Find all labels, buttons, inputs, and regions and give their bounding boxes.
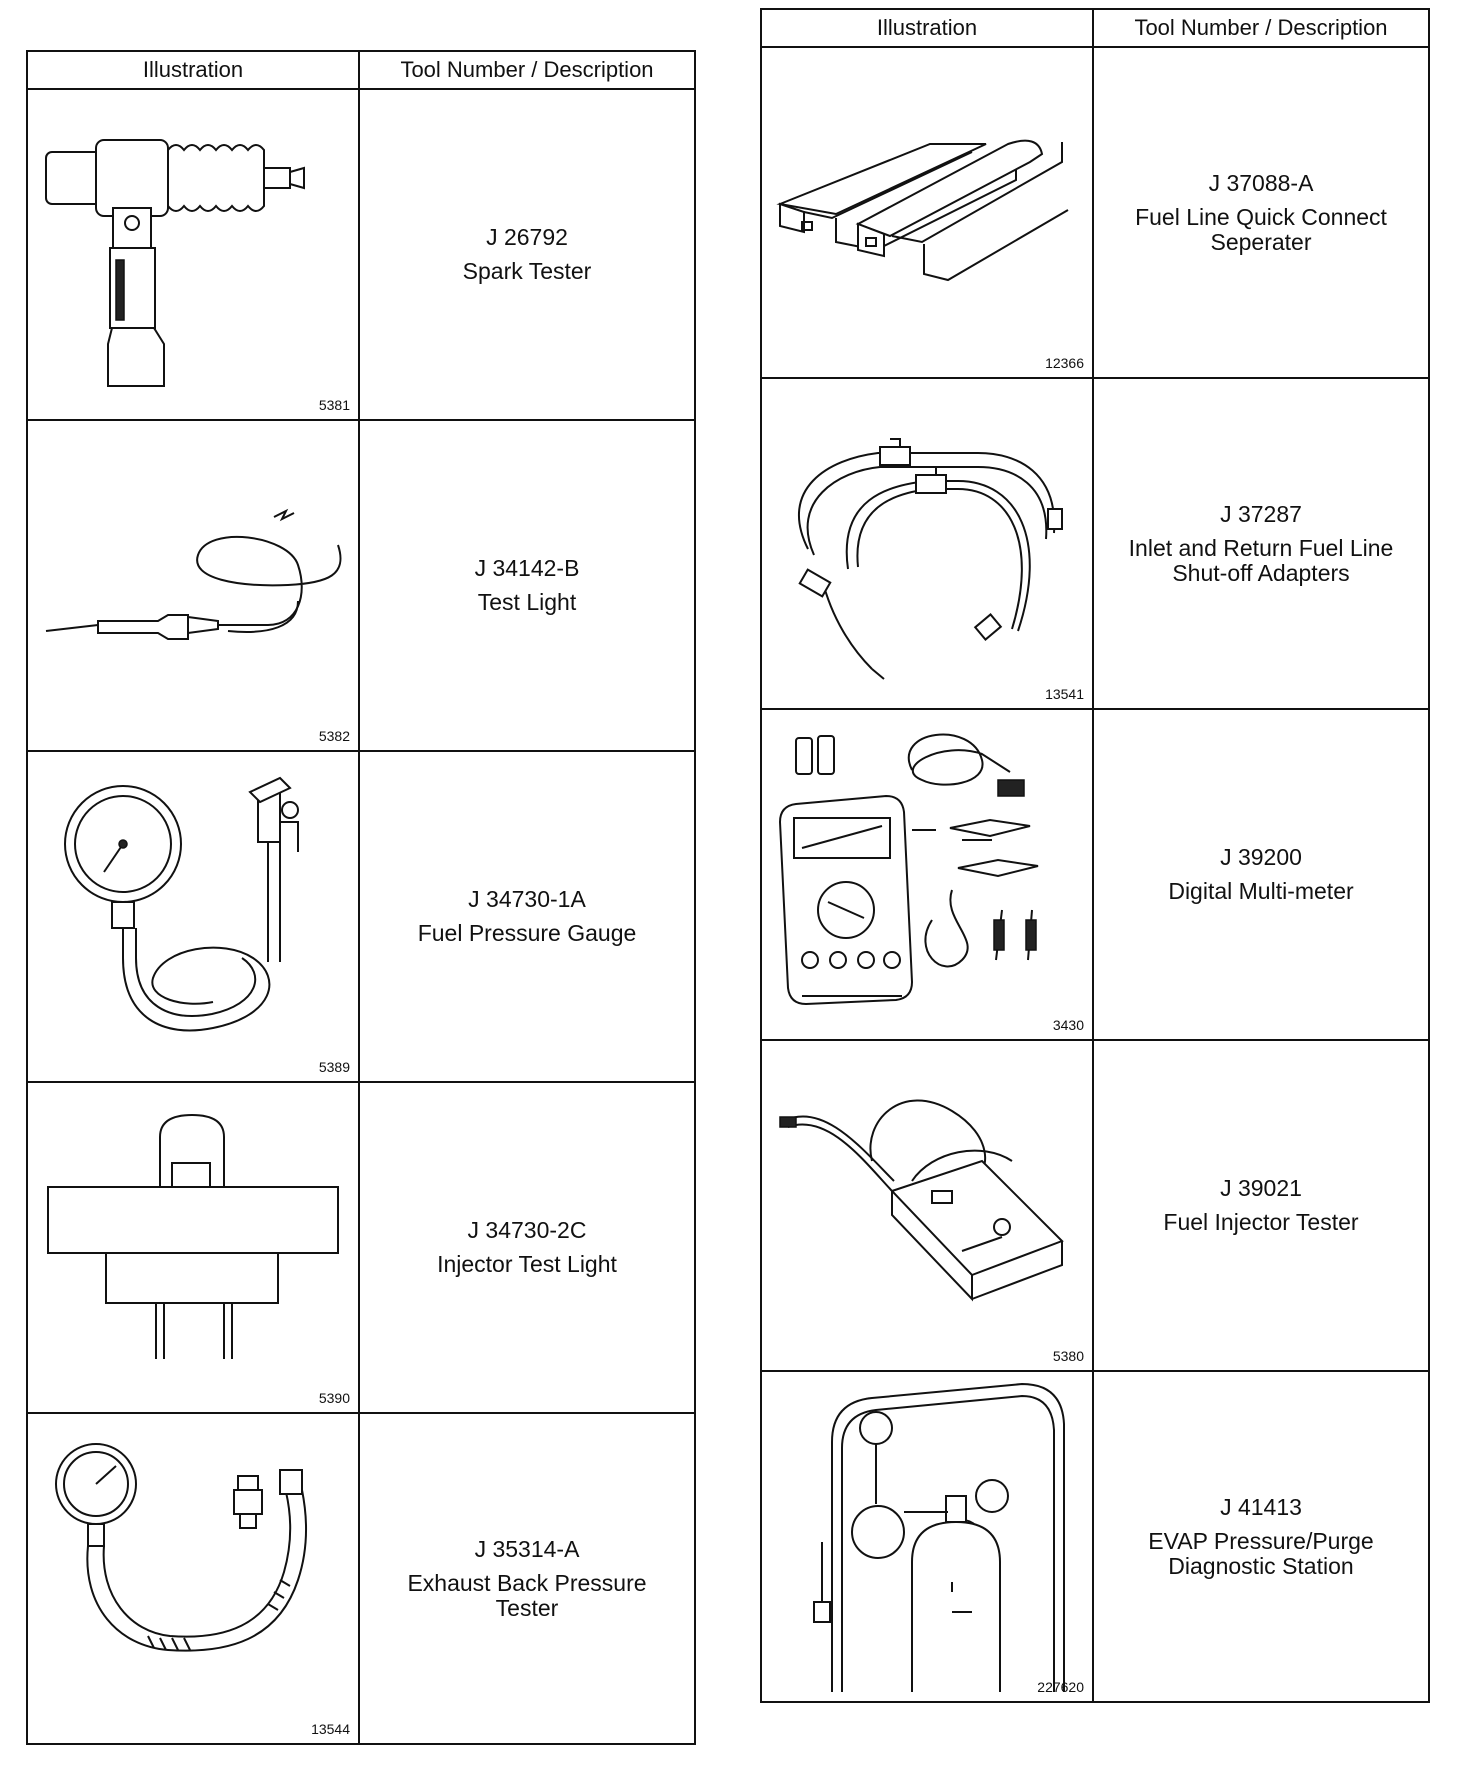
description-cell: J 39021 Fuel Injector Tester <box>1092 1039 1430 1372</box>
digital-multimeter-icon <box>762 710 1092 1039</box>
tool-description: Digital Multi-meter <box>1168 878 1354 904</box>
description-cell: J 34730-1A Fuel Pressure Gauge <box>358 750 696 1083</box>
table-row: 5390 J 34730-2C Injector Test Light <box>26 1081 696 1414</box>
tool-header: Tool Number / Description <box>1092 8 1430 48</box>
table-row: 13544 J 35314-A Exhaust Back Pressure Te… <box>26 1412 696 1745</box>
description-cell: J 41413 EVAP Pressure/Purge Diagnostic S… <box>1092 1370 1430 1703</box>
description-cell: J 34730-2C Injector Test Light <box>358 1081 696 1414</box>
header-row: Illustration Tool Number / Description <box>760 8 1430 48</box>
tool-header: Tool Number / Description <box>358 50 696 90</box>
tool-number: J 39021 <box>1220 1175 1302 1201</box>
header-row: Illustration Tool Number / Description <box>26 50 696 90</box>
tool-description: Injector Test Light <box>437 1251 617 1277</box>
figure-number: 13541 <box>1045 686 1084 702</box>
description-cell: J 37088-A Fuel Line Quick Connect Sepera… <box>1092 46 1430 379</box>
spark-tester-icon <box>28 90 358 419</box>
quick-connect-separator-icon <box>762 48 1092 377</box>
illustration-cell: 3430 <box>760 708 1094 1041</box>
table-row: 13541 J 37287 Inlet and Return Fuel Line… <box>760 377 1430 710</box>
figure-number: 12366 <box>1045 355 1084 371</box>
table-row: 227620 J 41413 EVAP Pressure/Purge Diagn… <box>760 1370 1430 1703</box>
table-row: 5382 J 34142-B Test Light <box>26 419 696 752</box>
illustration-cell: 13544 <box>26 1412 360 1745</box>
tool-number: J 35314-A <box>474 1535 580 1562</box>
illustration-cell: 227620 <box>760 1370 1094 1703</box>
figure-number: 5380 <box>1052 1348 1084 1364</box>
illustration-cell: 5382 <box>26 419 360 752</box>
tool-number: J 39200 <box>1220 844 1302 870</box>
illustration-cell: 5381 <box>26 88 360 421</box>
description-cell: J 37287 Inlet and Return Fuel Line Shut-… <box>1092 377 1430 710</box>
tool-description: Fuel Pressure Gauge <box>417 920 637 946</box>
figure-number: 13544 <box>311 1721 350 1737</box>
figure-number: 5389 <box>318 1059 350 1075</box>
tool-number: J 34142-B <box>474 555 580 581</box>
left-tool-table: Illustration Tool Number / Description <box>26 50 696 1745</box>
tool-number: J 41413 <box>1220 1493 1302 1520</box>
injector-test-light-icon <box>28 1083 358 1412</box>
illustration-cell: 5390 <box>26 1081 360 1414</box>
exhaust-back-pressure-tester-icon <box>28 1414 358 1743</box>
illustration-header: Illustration <box>26 50 360 90</box>
figure-number: 3430 <box>1052 1017 1084 1033</box>
figure-number: 227620 <box>1037 1679 1084 1695</box>
illustration-cell: 13541 <box>760 377 1094 710</box>
shut-off-adapters-icon <box>762 379 1092 708</box>
illustration-cell: 5389 <box>26 750 360 1083</box>
tool-number: J 37088-A <box>1208 169 1314 196</box>
tool-description: Inlet and Return Fuel Line Shut-off Adap… <box>1128 534 1394 586</box>
evap-station-icon <box>762 1372 1092 1692</box>
figure-number: 5390 <box>318 1390 350 1406</box>
figure-number: 5382 <box>318 728 350 744</box>
tool-number: J 26792 <box>486 224 568 250</box>
test-light-icon <box>28 421 358 750</box>
tool-description: EVAP Pressure/Purge Diagnostic Station <box>1148 1527 1374 1579</box>
tool-description: Spark Tester <box>462 258 592 284</box>
illustration-header: Illustration <box>760 8 1094 48</box>
tool-number: J 34730-1A <box>468 886 586 912</box>
table-row: 3430 J 39200 Digital Multi-meter <box>760 708 1430 1041</box>
tool-number: J 37287 <box>1220 500 1302 527</box>
right-tool-table: Illustration Tool Number / Description <box>760 8 1430 1703</box>
tool-number: J 34730-2C <box>467 1217 587 1243</box>
description-cell: J 26792 Spark Tester <box>358 88 696 421</box>
description-cell: J 39200 Digital Multi-meter <box>1092 708 1430 1041</box>
tool-description: Fuel Injector Tester <box>1163 1209 1359 1235</box>
table-row: 12366 J 37088-A Fuel Line Quick Connect … <box>760 46 1430 379</box>
tool-description: Exhaust Back Pressure Tester <box>407 1569 647 1621</box>
table-row: 5389 J 34730-1A Fuel Pressure Gauge <box>26 750 696 1083</box>
table-row: 5380 J 39021 Fuel Injector Tester <box>760 1039 1430 1372</box>
table-row: 5381 J 26792 Spark Tester <box>26 88 696 421</box>
figure-number: 5381 <box>318 397 350 413</box>
illustration-cell: 12366 <box>760 46 1094 379</box>
tool-description: Fuel Line Quick Connect Seperater <box>1135 203 1387 255</box>
description-cell: J 34142-B Test Light <box>358 419 696 752</box>
tool-description: Test Light <box>477 589 577 615</box>
fuel-pressure-gauge-icon <box>28 752 358 1081</box>
illustration-cell: 5380 <box>760 1039 1094 1372</box>
fuel-injector-tester-icon <box>762 1041 1092 1370</box>
description-cell: J 35314-A Exhaust Back Pressure Tester <box>358 1412 696 1745</box>
